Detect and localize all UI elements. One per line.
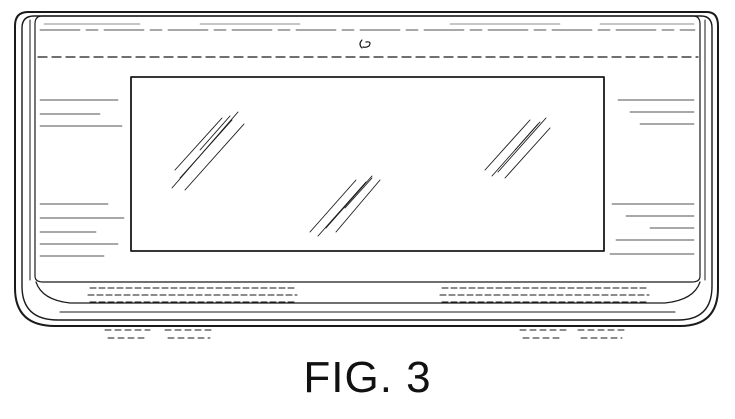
left-shading (40, 100, 124, 256)
right-shading (610, 100, 694, 254)
device-inner-shell (22, 16, 712, 320)
glare-marks-right (485, 118, 550, 178)
feet-right (520, 330, 625, 338)
device-outer-shell (15, 12, 718, 326)
base-rim (36, 282, 700, 303)
speaker-grille-left (88, 288, 297, 302)
glare-marks-center (310, 176, 380, 236)
front-face-panel (35, 16, 700, 282)
display-window (131, 77, 604, 251)
feet-left (105, 330, 212, 338)
figure-caption: FIG. 3 (0, 352, 735, 404)
logo-mark-icon (360, 40, 370, 48)
speaker-grille-right (440, 288, 649, 302)
glare-marks-left (172, 112, 244, 190)
